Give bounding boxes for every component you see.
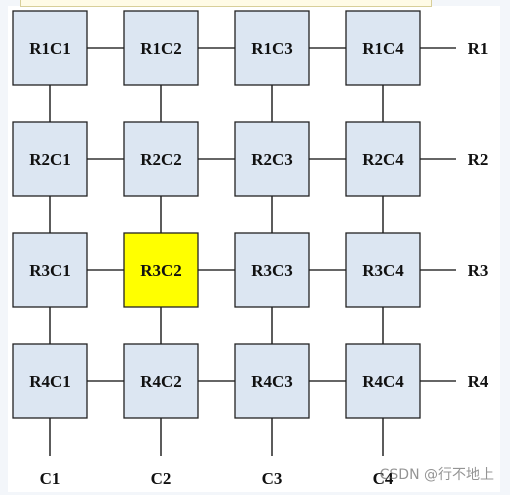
cell-label: R3C1 (29, 261, 71, 280)
cell-label: R3C3 (251, 261, 293, 280)
cell-label: R1C4 (362, 39, 404, 58)
cell-r2c1: R2C1 (12, 121, 88, 197)
top-border-strip (20, 0, 432, 7)
cell-r2c3: R2C3 (234, 121, 310, 197)
row-label-r1: R1 (468, 39, 489, 58)
cell-label: R2C1 (29, 150, 71, 169)
cell-r3c1: R3C1 (12, 232, 88, 308)
cell-r4c3: R4C3 (234, 343, 310, 419)
cell-label: R3C4 (362, 261, 404, 280)
col-label-c1: C1 (40, 469, 61, 488)
cell-r4c4: R4C4 (345, 343, 421, 419)
cell-label: R2C4 (362, 150, 404, 169)
cell-r3c3: R3C3 (234, 232, 310, 308)
row-label-r2: R2 (468, 150, 489, 169)
cell-label: R4C4 (362, 372, 404, 391)
cell-label: R1C1 (29, 39, 71, 58)
cell-r1c2: R1C2 (123, 10, 199, 86)
cell-label: R1C3 (251, 39, 293, 58)
cell-r1c4: R1C4 (345, 10, 421, 86)
cell-r4c1: R4C1 (12, 343, 88, 419)
row-label-r4: R4 (468, 372, 489, 391)
col-label-c2: C2 (151, 469, 172, 488)
cell-label: R4C1 (29, 372, 71, 391)
cell-r2c2: R2C2 (123, 121, 199, 197)
cell-r3c4: R3C4 (345, 232, 421, 308)
col-label-c4: C4 (373, 469, 394, 488)
watermark: CSDN @行不地上 (379, 467, 494, 483)
cell-r3c2: R3C2 (123, 232, 199, 308)
col-label-c3: C3 (262, 469, 283, 488)
row-label-r3: R3 (468, 261, 489, 280)
cell-label: R4C3 (251, 372, 293, 391)
cell-r4c2: R4C2 (123, 343, 199, 419)
cell-label: R1C2 (140, 39, 182, 58)
cell-r1c1: R1C1 (12, 10, 88, 86)
cell-label: R4C2 (140, 372, 182, 391)
cell-label: R2C2 (140, 150, 182, 169)
cell-label: R2C3 (251, 150, 293, 169)
col-labels: C1 C2 C3 C4 (40, 469, 394, 488)
cell-r1c3: R1C3 (234, 10, 310, 86)
cell-r2c4: R2C4 (345, 121, 421, 197)
cell-label: R3C2 (140, 261, 182, 280)
